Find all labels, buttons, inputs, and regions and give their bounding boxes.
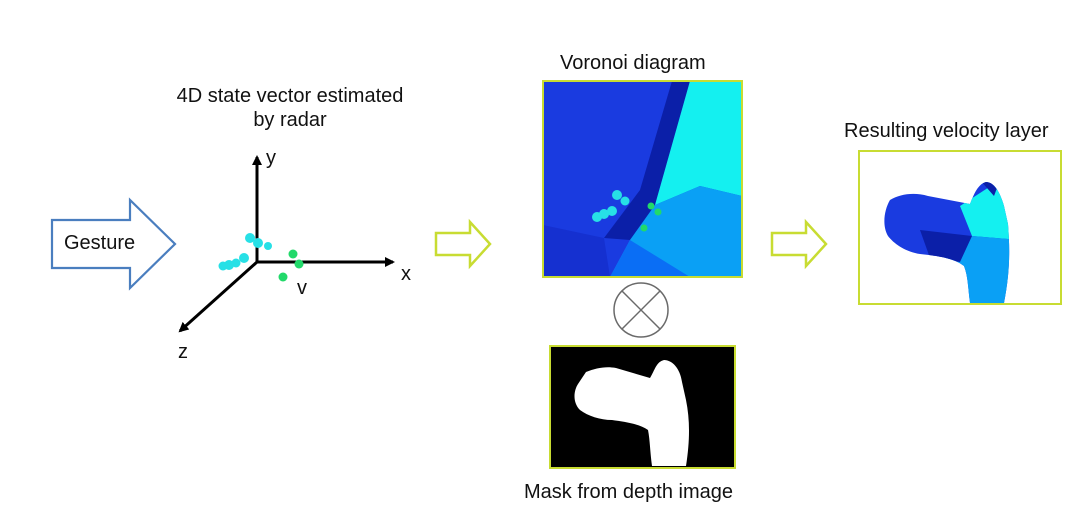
voronoi-cell-left — [543, 225, 610, 277]
axis-y-label: y — [266, 147, 276, 169]
gesture-label: Gesture — [64, 232, 136, 254]
axis-x-label: x — [401, 263, 411, 285]
radar-title-line2: by radar — [253, 109, 327, 131]
radar-point — [239, 253, 249, 263]
voronoi-cell-dark — [604, 81, 690, 240]
result-title: Resulting velocity layer — [844, 120, 1049, 142]
axis-z-label: z — [178, 341, 188, 363]
radar-velocity-point — [294, 259, 304, 269]
mask-caption: Mask from depth image — [524, 481, 733, 503]
radar-point — [264, 242, 272, 250]
gesture-arrow-shape — [50, 197, 177, 291]
position-points — [218, 233, 272, 271]
voronoi-cell-cyan — [655, 81, 742, 205]
voronoi-title: Voronoi diagram — [560, 52, 706, 74]
radar-point — [245, 233, 255, 243]
axis-v-label: v — [297, 277, 307, 299]
radar-point — [218, 261, 228, 271]
velocity-points — [278, 249, 304, 282]
hand-mask — [574, 360, 689, 466]
voronoi-cell-mid — [610, 240, 690, 277]
z-axis — [178, 260, 259, 333]
radar-velocity-point — [278, 272, 288, 282]
radar-velocity-point — [288, 249, 298, 259]
radar-title-line1: 4D state vector estimated — [176, 85, 404, 107]
radar-point — [253, 238, 263, 248]
radar-title: 4D state vector estimated by radar — [160, 84, 420, 132]
flow-arrow-1 — [434, 218, 492, 270]
flow-arrow-2 — [770, 218, 828, 270]
